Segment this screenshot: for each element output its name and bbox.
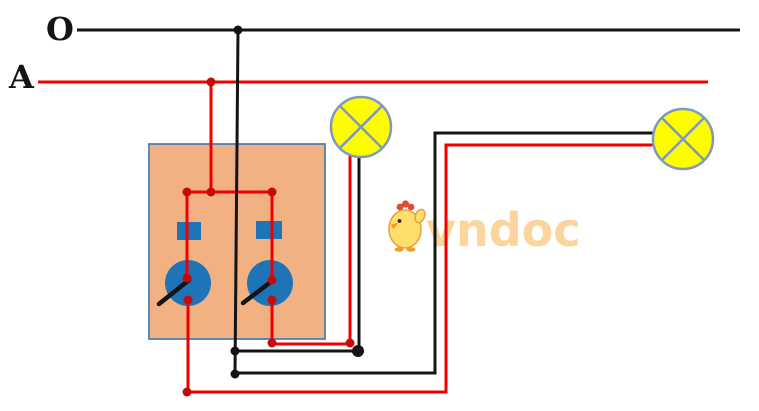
switch1-terminal-block [177, 222, 201, 240]
lamp-1 [329, 95, 393, 159]
chick-comb [401, 200, 410, 208]
phase-line-label: A [8, 58, 35, 96]
chick-foot [406, 247, 416, 252]
junction-dot [233, 25, 243, 35]
junction-dot [230, 369, 240, 379]
neutral-drop-wire [233, 29, 240, 375]
junction-dot [206, 187, 216, 197]
chick-foot [394, 247, 404, 252]
junction-dot [206, 77, 216, 87]
chick-eye [397, 219, 402, 223]
junction-dot [267, 275, 277, 285]
junction-dot [352, 345, 364, 357]
chick-comb [396, 203, 404, 211]
junction-dot [267, 338, 277, 348]
chick-beak [390, 222, 399, 229]
switch2-terminal-block [256, 221, 282, 239]
lamp2-cross [661, 117, 705, 161]
junction-dot [267, 187, 277, 197]
junction-dot [267, 295, 277, 305]
chick-wing [414, 208, 426, 224]
lamp2-neutral-wire [235, 131, 654, 375]
chick-comb [407, 203, 415, 211]
junction-dot [230, 346, 240, 356]
lamp-2 [651, 107, 715, 171]
chick-logo-icon [388, 200, 426, 252]
junction-dot [183, 295, 193, 305]
chick-body [388, 209, 422, 249]
junction-dot [345, 338, 355, 348]
neutral-line-label: O [46, 10, 74, 48]
junction-dot [182, 187, 192, 197]
switch2-lever [240, 278, 275, 306]
lamp1-cross [339, 105, 383, 149]
watermark-text: vndoc [426, 203, 581, 257]
junction-dot [182, 387, 192, 397]
lamp2-phase-wire [187, 143, 654, 394]
junction-dot [182, 273, 192, 283]
vndoc-watermark: vndoc [388, 200, 581, 257]
switch1-lever [156, 277, 192, 307]
